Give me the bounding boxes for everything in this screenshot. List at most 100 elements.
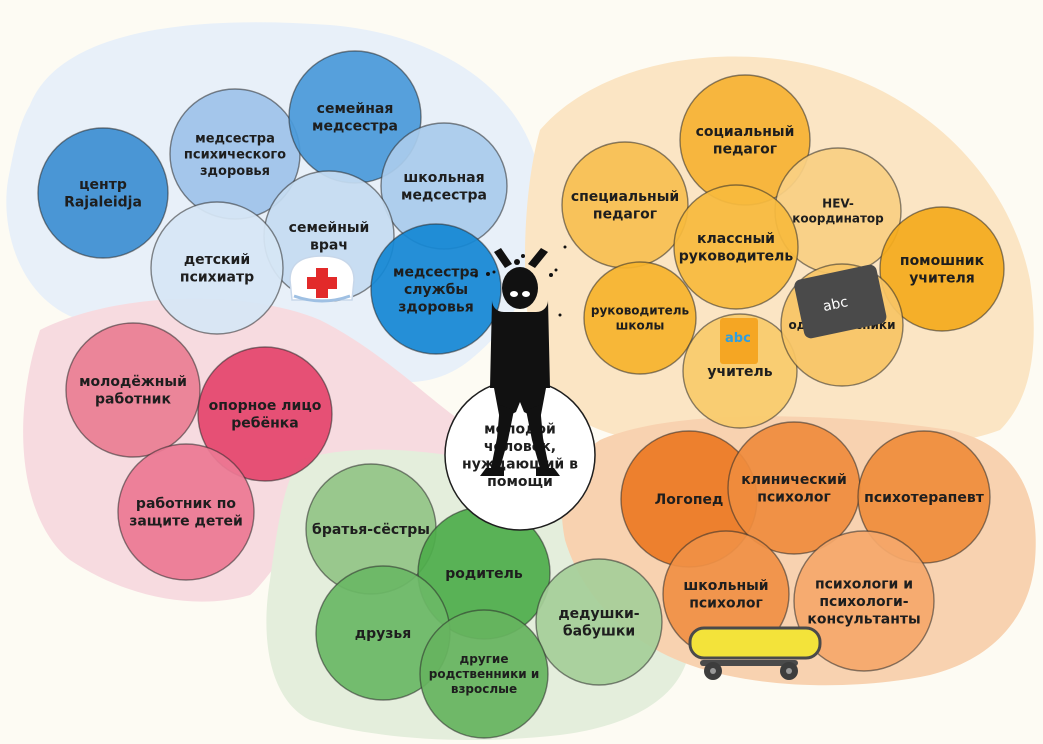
node-специальный-педагог: специальный педагог [561,141,689,269]
node-label: социальный [696,124,795,140]
node-label: психиатр [180,270,254,286]
node-circle [150,201,284,335]
node-label: классный [697,231,775,247]
node-label: ребёнка [231,416,298,432]
node-label: работник по [136,496,237,512]
node-label: друзья [355,626,411,642]
node-label: координатор [792,212,884,226]
book-text: abc [725,331,751,346]
node-помошник-учителя: помошник учителя [879,206,1005,332]
node-label: педагог [593,207,657,223]
node-label: детский [184,252,250,268]
distressed-person-icon [474,245,567,476]
node-опорное-лицо-ребёнка: опорное лицо ребёнка [197,346,333,482]
node-психологи-и-психологи-консультанты: психологи и психологи-консультанты [793,530,935,672]
node-братья-сёстры: братья-сёстры [305,463,437,595]
node-circle [583,261,697,375]
node-семейная-медсестра: семейная медсестра [288,50,422,184]
node-label: школьная [403,170,484,186]
node-circle [535,558,663,686]
node-circle [857,430,991,564]
node-label: консультанты [807,611,920,627]
node-label: психологи и [815,576,913,592]
node-label: бабушки [563,624,635,640]
node-circle [197,346,333,482]
node-label: Логопед [655,492,724,508]
group-health: центрRajaleidjaмедсестрапсихическогоздор… [37,50,508,355]
node-label: здоровья [200,164,270,179]
node-label: опорное лицо [209,398,322,414]
node-label: родитель [445,566,523,582]
node-label: учителя [909,271,974,287]
node-label: медсестра [401,188,487,204]
node-label: Rajaleidja [64,195,142,211]
node-circle [673,184,799,310]
center-label-line: нуждающий в [462,457,578,473]
node-label: школьный [683,578,768,594]
node-детский-психиатр: детский психиатр [150,201,284,335]
group-social: молодёжный работник опорное лицо ребёнка раб… [65,322,333,581]
node-label: клинический [741,472,847,488]
node-label: педагог [713,142,777,158]
node-label: специальный [571,189,679,205]
node-работник-по-защите-детей: работник по защите детей [117,443,255,581]
group-family: братья-сёстры родитель друзья дедушки-бабуш… [305,463,663,739]
node-label: центр [79,177,127,193]
node-психотерапевт: психотерапевт [857,430,991,564]
node-label: защите детей [129,514,243,530]
nurse-cap-icon [289,255,355,303]
node-label: школы [616,319,665,333]
node-label: молодёжный [79,374,187,390]
node-социальный-педагог: социальный педагог [679,74,811,206]
node-label: здоровья [398,299,473,315]
node-label: семейный [289,220,370,236]
node-circle [65,322,201,458]
node-учитель: учитель [682,313,798,429]
node-label: руководитель [679,249,794,265]
node-circle [419,609,549,739]
abc-book-icon: abc [720,318,758,364]
node-label: помошник [900,253,985,269]
node-label: дедушки- [558,606,639,622]
skateboard-icon [688,626,822,680]
center-label-line: молодой [484,422,556,438]
node-label: психического [184,148,286,163]
node-label: родственники и [429,667,539,681]
node-label: психолог [689,596,763,612]
node-label: медсестра [393,264,479,280]
node-label: медсестра [195,131,275,146]
node-label: руководитель [591,304,690,318]
node-circle [879,206,1005,332]
node-друзья: друзья [315,565,451,701]
node-label: братья-сёстры [312,522,430,538]
node-label: HEV- [822,197,854,211]
node-circle [682,313,798,429]
node-label: работник [95,392,171,408]
node-label: медсестра [312,119,398,135]
node-дедушки-бабушки: дедушки-бабушки [535,558,663,686]
chalkboard-icon: abc [794,264,887,339]
node-label: семейная [317,101,394,117]
node-label: психотерапевт [864,490,985,506]
node-молодёжный-работник: молодёжный работник [65,322,201,458]
node-circle [117,443,255,581]
node-классный-руководитель: классный руководитель [673,184,799,310]
node-школьный-психолог: школьный психолог [662,530,790,658]
center-label-line: помощи [487,474,553,490]
node-label: учитель [707,364,772,380]
node-label: взрослые [451,682,517,696]
node-школьная-медсестра: школьная медсестра [380,122,508,250]
node-label: врач [310,238,348,254]
node-circle [793,530,935,672]
node-circle [370,223,502,355]
node-label: психологи- [819,594,908,610]
node-label: службы [404,282,468,298]
